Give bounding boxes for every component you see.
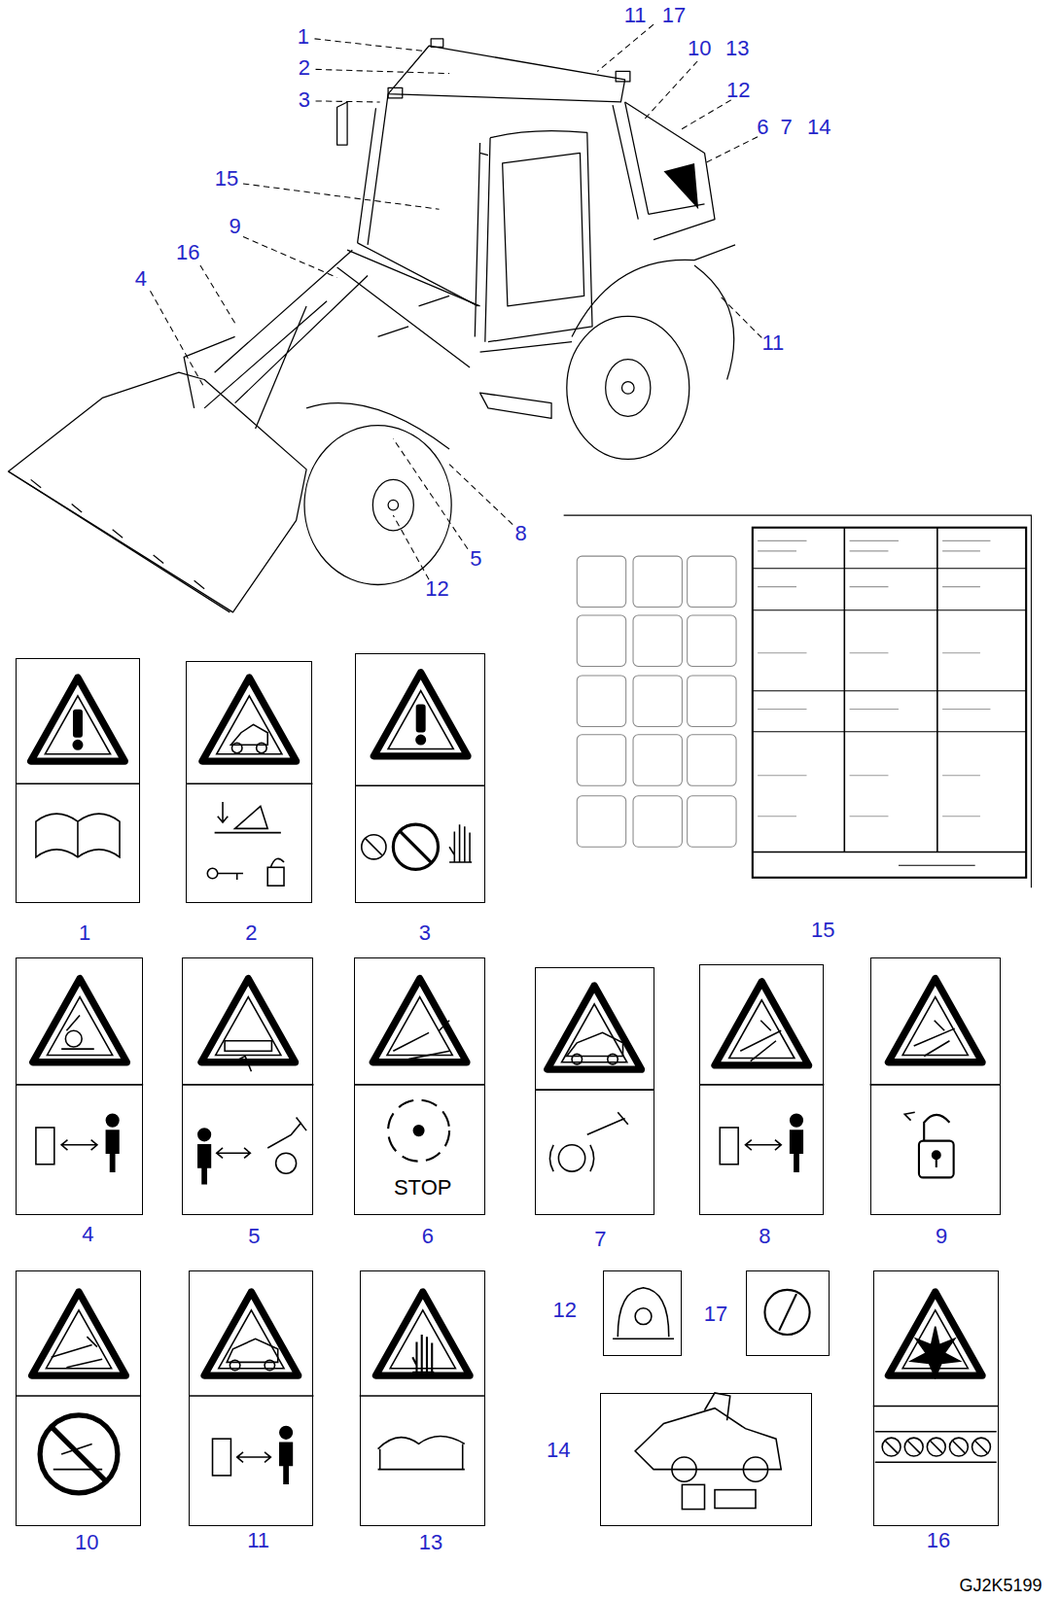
callout-number: 11 — [762, 332, 785, 354]
safety-label-panel: 12 — [602, 1271, 683, 1356]
callout-number: 14 — [546, 1440, 570, 1462]
callout-number: 17 — [704, 1304, 728, 1326]
callout-number: 17 — [662, 4, 686, 27]
leader-lines — [149, 24, 762, 580]
safety-label-panel: 17 — [745, 1271, 830, 1356]
safety-label-panel: 16 — [873, 1271, 999, 1527]
callout-number: 6 — [422, 1226, 434, 1248]
pictograms — [15, 672, 1001, 1511]
callout-number: 4 — [81, 1224, 94, 1246]
callout-number: 13 — [419, 1532, 443, 1555]
callout-number: 16 — [176, 242, 200, 264]
callout-number: 2 — [245, 922, 257, 945]
callout-number: 8 — [514, 523, 527, 545]
warning-decal — [664, 163, 700, 210]
callout-number: 13 — [725, 37, 749, 60]
callout-number: 9 — [228, 215, 241, 238]
safety-label-panel: 7 — [534, 967, 655, 1215]
callout-number: 4 — [135, 268, 147, 290]
callout-number: 2 — [298, 57, 311, 79]
safety-label-panel: 8 — [699, 964, 824, 1215]
callout-number: 12 — [552, 1300, 576, 1322]
callout-number: 7 — [779, 116, 792, 139]
callout-number: 8 — [758, 1226, 771, 1248]
callout-number: 15 — [811, 919, 835, 942]
callout-number: 5 — [247, 1226, 260, 1248]
safety-label-panel: 4 — [15, 957, 143, 1216]
callout-number: 5 — [469, 548, 482, 570]
callout-number: 1 — [78, 922, 91, 945]
safety-label-panel: 13 — [359, 1271, 486, 1527]
safety-label-panel: 2 — [185, 661, 313, 904]
safety-label-panel: 11 — [188, 1271, 314, 1527]
callout-number: 10 — [74, 1532, 99, 1555]
callout-number: 3 — [298, 89, 311, 111]
callout-number: 3 — [419, 922, 431, 945]
callout-number: 7 — [594, 1229, 606, 1251]
callout-number: 12 — [726, 79, 750, 102]
callout-number: 11 — [624, 4, 647, 27]
callout-number: 14 — [807, 116, 831, 139]
safety-label-panel: 15 — [564, 515, 1032, 888]
callout-number: 16 — [926, 1530, 951, 1553]
sign-text: STOP — [393, 1177, 453, 1200]
safety-label-panel: 9 — [870, 957, 1001, 1216]
safety-label-panel: STOP6 — [353, 957, 485, 1216]
callout-number: 9 — [935, 1226, 948, 1248]
callout-number: 1 — [297, 26, 310, 48]
callout-number: 6 — [756, 116, 769, 139]
callout-number: 12 — [424, 578, 449, 601]
safety-label-panel: 5 — [181, 957, 314, 1216]
safety-label-panel: 1 — [15, 658, 141, 904]
safety-label-panel: 14 — [600, 1393, 812, 1527]
drawing-code: GJ2K5199 — [959, 1577, 1043, 1595]
machine-outline — [8, 38, 736, 613]
safety-label-panel: 3 — [354, 653, 485, 904]
callout-number: 10 — [687, 37, 711, 60]
control-label-sheet — [564, 515, 1032, 888]
callout-number: 11 — [247, 1530, 270, 1553]
safety-label-panel: 10 — [15, 1271, 142, 1527]
callout-number: 15 — [214, 168, 239, 190]
